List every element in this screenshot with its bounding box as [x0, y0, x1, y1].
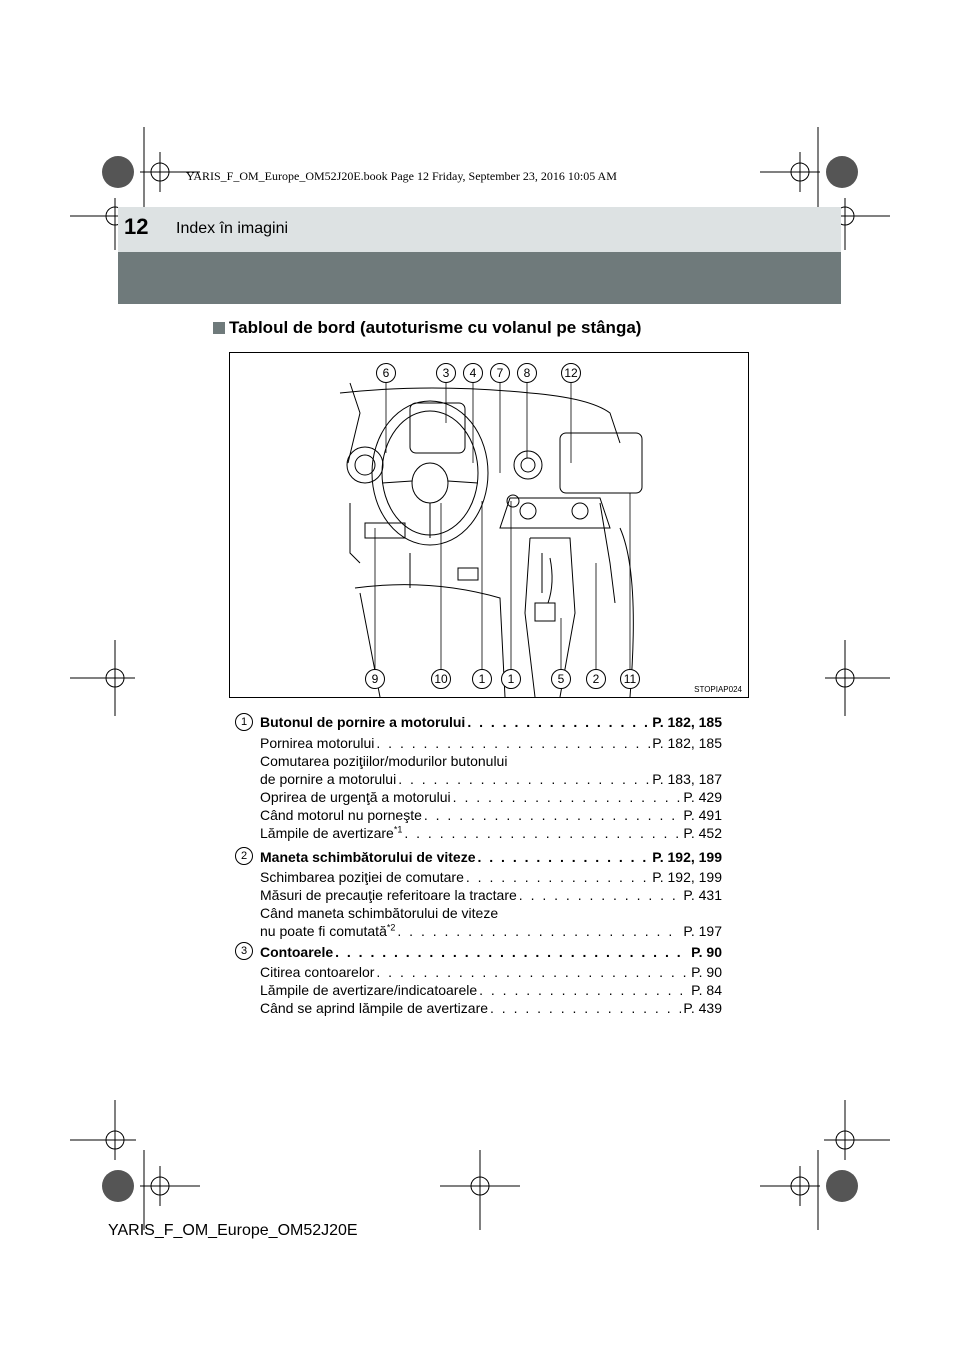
subitem-label: Lămpile de avertizare*1: [260, 824, 402, 842]
page-number: 12: [124, 214, 149, 239]
subitem-label-text: nu poate fi comutată: [260, 923, 387, 939]
item-title: Butonul de pornire a motorului: [260, 714, 466, 730]
subitem-page: P. 182, 185: [652, 735, 722, 751]
callout-7: 7: [490, 363, 510, 383]
subitem-label: de pornire a motorului: [260, 771, 397, 787]
subitem-label-line: Când maneta schimbătorului de viteze: [260, 905, 499, 921]
header-bar: [118, 207, 841, 252]
subitem-label: Schimbarea poziţiei de comutare: [260, 869, 464, 885]
book-info: YARIS_F_OM_Europe_OM52J20E.book Page 12 …: [186, 169, 617, 183]
item-title: Contoarele: [260, 944, 334, 960]
item-page: P. 182, 185: [652, 714, 722, 730]
item-page: P. 90: [691, 944, 722, 960]
item-number: 1: [235, 713, 253, 731]
subitem-page: P. 90: [691, 964, 722, 980]
subitem-label: Pornirea motorului: [260, 735, 375, 751]
subitem-page: P. 439: [683, 1000, 722, 1016]
subitem-page: P. 84: [691, 982, 722, 998]
footnote-marker: *1: [393, 824, 403, 835]
subitem-label: Citirea contoarelor: [260, 964, 375, 980]
subitem-page: P. 431: [683, 887, 722, 903]
subitem-row: nu poate fi comutată*2 P. 197: [260, 922, 722, 940]
subitem-label: Măsuri de precauţie referitoare la tract…: [260, 887, 517, 903]
subitem-page: P. 491: [683, 807, 722, 823]
item-number: 2: [235, 847, 253, 865]
subitem-page: P. 192, 199: [652, 869, 722, 885]
figure-code: STOPIAP024: [694, 685, 742, 694]
subitem-row: Schimbarea poziţiei de comutare P. 192, 1…: [260, 868, 722, 886]
subitem-row: Lămpile de avertizare*1 P. 452: [260, 824, 722, 842]
subitem-row: Lămpile de avertizare/indicatoarele P. 84: [260, 981, 722, 999]
subitem-row: Când motorul nu porneşte P. 491: [260, 806, 722, 824]
callout-4: 4: [463, 363, 483, 383]
section-title: Tabloul de bord (autoturisme cu volanul …: [229, 318, 642, 337]
callout-6: 6: [376, 363, 396, 383]
subitem-row: Când se aprind lămpile de avertizare P. 4…: [260, 999, 722, 1017]
subitem-label: Lămpile de avertizare/indicatoarele: [260, 982, 478, 998]
callout-8: 8: [517, 363, 537, 383]
section-heading: Tabloul de bord (autoturisme cu volanul …: [213, 318, 641, 338]
item-title-row: Maneta schimbătorului de viteze P. 192, 1…: [260, 848, 722, 866]
dashboard-illustration: [339, 380, 643, 697]
item-number: 3: [235, 942, 253, 960]
subitem-row: Măsuri de precauţie referitoare la tract…: [260, 886, 722, 904]
subitem-label: Când se aprind lămpile de avertizare: [260, 1000, 489, 1016]
subitem-page: P. 429: [683, 789, 722, 805]
item-page: P. 192, 199: [652, 849, 722, 865]
subitem-label-line: Comutarea poziţiilor/modurilor butonului: [260, 753, 508, 769]
subitem-label: Oprirea de urgenţă a motorului: [260, 789, 451, 805]
subitem-row: Citirea contoarelor P. 90: [260, 963, 722, 981]
callout-10: 10: [431, 669, 451, 689]
callout-11: 11: [620, 669, 640, 689]
subitem-row: Pornirea motorului P. 182, 185: [260, 734, 722, 752]
header-band: [118, 252, 841, 304]
subitem-page: P. 183, 187: [652, 771, 722, 787]
subitem-row: de pornire a motorului P. 183, 187: [260, 770, 722, 788]
subitem-label: nu poate fi comutată*2: [260, 922, 395, 940]
footer-code: YARIS_F_OM_Europe_OM52J20E: [108, 1222, 358, 1239]
callout-9: 9: [365, 669, 385, 689]
item-title-row: Butonul de pornire a motorului P. 182, 18…: [260, 713, 722, 731]
item-title: Maneta schimbătorului de viteze: [260, 849, 476, 865]
callout-12: 12: [561, 363, 581, 383]
page-title: Index în imagini: [176, 220, 289, 237]
callout-1a: 1: [472, 669, 492, 689]
subitem-label-text: Lămpile de avertizare: [260, 825, 394, 841]
section-marker-icon: [213, 322, 225, 334]
subitem-label: Când motorul nu porneşte: [260, 807, 422, 823]
callout-1b: 1: [501, 669, 521, 689]
callout-5: 5: [551, 669, 571, 689]
footnote-marker: *2: [386, 922, 396, 933]
callout-3: 3: [436, 363, 456, 383]
callout-2: 2: [586, 669, 606, 689]
subitem-row: Oprirea de urgenţă a motorului P. 429: [260, 788, 722, 806]
subitem-page: P. 197: [683, 923, 722, 939]
item-title-row: Contoarele P. 90: [260, 943, 722, 961]
dashboard-figure: 6 3 4 7 8 12 9 10 1 1 5 2 11 STOPIAP024: [229, 352, 749, 698]
subitem-page: P. 452: [683, 825, 722, 841]
